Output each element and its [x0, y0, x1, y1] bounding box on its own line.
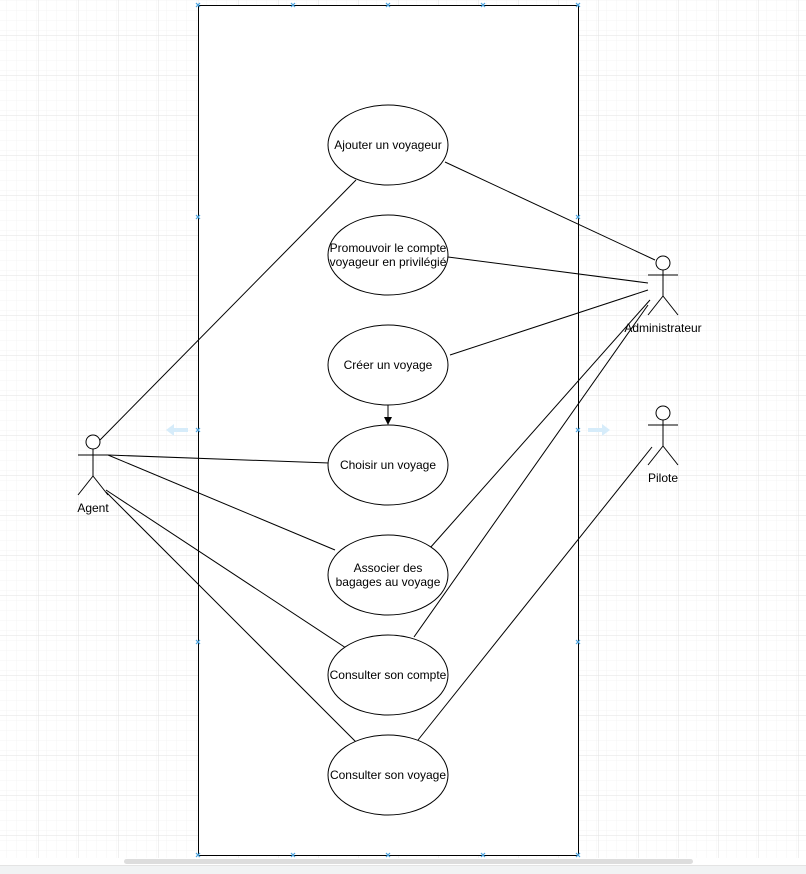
use-case-view-account[interactable]: Consulter son compte [327, 634, 449, 716]
connect-arrow-right-icon[interactable] [588, 424, 610, 436]
use-case-label: Consulter son compte [330, 668, 447, 682]
association-pilot-view-trip[interactable] [417, 446, 653, 741]
use-case-view-trip[interactable]: Consulter son voyage [327, 734, 449, 816]
actor-label: Administrateur [624, 321, 701, 335]
resize-handle-icon[interactable] [385, 2, 391, 8]
resize-handle-icon[interactable] [290, 2, 296, 8]
resize-handle-icon[interactable] [195, 427, 201, 433]
association-admin-add[interactable] [444, 161, 656, 261]
use-case-label: Consulter son voyage [330, 768, 446, 782]
association-admin-luggage[interactable] [429, 299, 651, 549]
actor-label: Agent [77, 501, 109, 515]
association-agent-choose[interactable] [107, 454, 330, 464]
resize-handle-icon[interactable] [575, 852, 581, 858]
actor-label: Pilote [648, 471, 678, 485]
stick-figure-icon [77, 434, 109, 496]
resize-handle-icon[interactable] [195, 214, 201, 220]
association-agent-account[interactable] [105, 489, 347, 649]
use-case-label: bagages au voyage [336, 575, 441, 589]
resize-handle-icon[interactable] [385, 852, 391, 858]
use-case-associate-luggage[interactable]: Associer des bagages au voyage [327, 534, 449, 616]
actor-pilot[interactable]: Pilote [647, 405, 679, 485]
use-case-choose-trip[interactable]: Choisir un voyage [327, 424, 449, 506]
resize-handle-icon[interactable] [575, 2, 581, 8]
connect-arrow-left-icon[interactable] [166, 424, 188, 436]
use-case-label: Choisir un voyage [340, 458, 436, 472]
actor-agent[interactable]: Agent [77, 434, 109, 515]
use-case-label: voyageur en privilégié [330, 255, 447, 269]
resize-handle-icon[interactable] [195, 639, 201, 645]
use-case-create-trip[interactable]: Créer un voyage [327, 324, 449, 406]
use-case-label: Ajouter un voyageur [334, 138, 441, 152]
stick-figure-icon [647, 255, 679, 316]
use-case-label: Créer un voyage [344, 358, 433, 372]
use-case-label: Promouvoir le compte [330, 241, 447, 255]
resize-handle-icon[interactable] [480, 852, 486, 858]
use-case-add-traveler[interactable]: Ajouter un voyageur [327, 104, 449, 186]
associations [99, 161, 656, 743]
stick-figure-icon [647, 405, 679, 466]
horizontal-scrollbar[interactable] [124, 859, 693, 864]
bottom-bar [0, 865, 806, 874]
use-case-promote-account[interactable]: Promouvoir le compte voyageur en privilé… [327, 214, 449, 296]
resize-handle-icon[interactable] [480, 2, 486, 8]
selection-handles [195, 2, 581, 858]
association-agent-luggage[interactable] [107, 454, 336, 551]
association-admin-create[interactable] [449, 289, 649, 356]
association-admin-account[interactable] [413, 304, 649, 638]
actor-administrator[interactable]: Administrateur [624, 255, 702, 335]
resize-handle-icon[interactable] [575, 639, 581, 645]
resize-handle-icon[interactable] [575, 427, 581, 433]
association-agent-add[interactable] [99, 179, 357, 441]
resize-handle-icon[interactable] [195, 2, 201, 8]
resize-handle-icon[interactable] [575, 214, 581, 220]
resize-handle-icon[interactable] [195, 852, 201, 858]
association-agent-view-trip[interactable] [105, 491, 357, 743]
association-admin-promote[interactable] [447, 256, 649, 284]
use-case-label: Associer des [354, 561, 423, 575]
resize-handle-icon[interactable] [290, 852, 296, 858]
